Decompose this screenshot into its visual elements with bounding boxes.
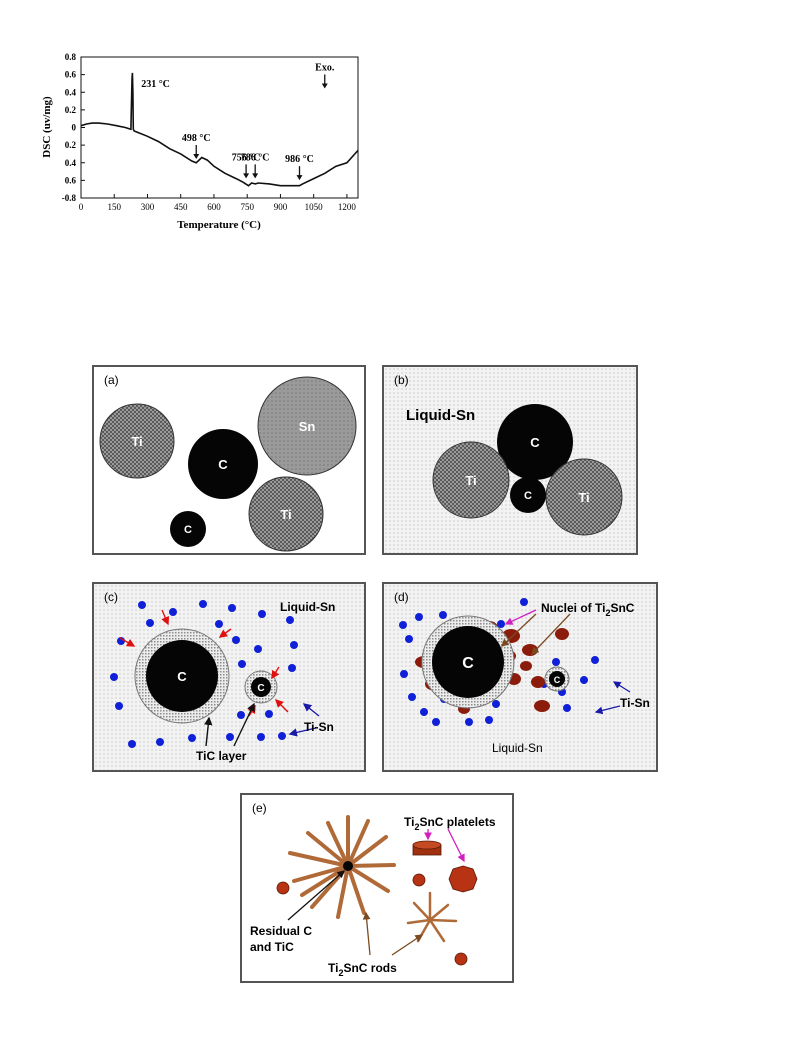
annotation-label: 498 °C: [182, 133, 211, 144]
panel-b-label: (b): [394, 373, 409, 387]
x-tick-label: 900: [274, 202, 288, 212]
panel-e-label: (e): [252, 801, 267, 815]
carbon-label: C: [184, 524, 192, 536]
carbon-core: [251, 677, 271, 697]
tic-layer-label: TiC layer: [196, 749, 247, 763]
sn-particle: [257, 376, 357, 476]
ti-sn-arrows: [288, 703, 320, 737]
annotation-arrow-head: [296, 175, 303, 181]
residual-arrow: [287, 870, 345, 921]
x-tick-label: 0: [79, 202, 84, 212]
carbon-label: C: [218, 457, 228, 472]
carbon-core: [549, 671, 565, 687]
panel-d: (d) C C Nucl: [382, 582, 658, 772]
ti-label: Ti: [131, 434, 142, 449]
panel-d-label: (d): [394, 590, 409, 604]
carbon-particle: [497, 404, 573, 480]
carbon-label: C: [257, 683, 264, 694]
liquid-sn-label: Liquid-Sn: [406, 407, 475, 424]
x-tick-label: 750: [240, 202, 254, 212]
x-tick-label: 450: [174, 202, 188, 212]
y-axis-label: DSC (uv/mg): [41, 96, 53, 158]
platelets-label: Ti2SnC platelets: [404, 815, 496, 832]
panel-a-label: (a): [104, 373, 119, 387]
platelets-arrows: [424, 828, 465, 863]
panel-e: (e) Ti2SnC platelets: [240, 793, 514, 983]
panel-c-label: (c): [104, 590, 118, 604]
annotation-label: 786 °C: [241, 152, 270, 163]
x-tick-label: 1050: [305, 202, 324, 212]
carbon-label: C: [524, 490, 532, 502]
x-tick-label: 150: [107, 202, 121, 212]
x-tick-label: 600: [207, 202, 221, 212]
y-tick-label: 0.2: [65, 140, 77, 150]
annotation-label: 231 °C: [141, 79, 170, 90]
liquid-sn-label: Liquid-Sn: [492, 741, 543, 755]
liquid-sn-label: Liquid-Sn: [280, 600, 335, 614]
ti-label: Ti: [578, 490, 589, 505]
annotation-arrow-head: [243, 173, 250, 179]
x-axis-label: Temperature (°C): [177, 219, 261, 231]
y-tick-label: 0.2: [65, 105, 77, 115]
annotation-arrow-head: [252, 173, 259, 179]
ti-particle: [99, 403, 175, 479]
ti-particle: [248, 476, 324, 552]
panel-b: (b) Liquid-Sn C Ti Ti C: [382, 365, 638, 555]
carbon-particle: [188, 429, 258, 499]
carbon-label: C: [462, 655, 474, 672]
panel-a-drawing: (a) Ti C Sn Ti C: [99, 373, 357, 552]
x-tick-label: 1200: [338, 202, 357, 212]
dsc-chart: 0 150 300 450 600 750 900 1050 1200 0.8 0.6 0.4 0.2 0…: [41, 52, 359, 231]
y-tick-label: 0.4: [65, 158, 77, 168]
y-tick-label: 0.6: [65, 70, 77, 80]
ti-particle: [432, 441, 510, 519]
annotation-label: 986 °C: [285, 154, 314, 165]
ti-sn-label: Ti-Sn: [620, 696, 650, 710]
carbon-label: C: [530, 435, 540, 450]
ti-label: Ti: [280, 507, 291, 522]
x-tick-label: 300: [141, 202, 155, 212]
y-tick-label: -0.8: [62, 193, 77, 203]
ti-sn-label: Ti-Sn: [304, 720, 334, 734]
panel-c-drawing: (c) Liquid-Sn C C Ti-S: [104, 590, 335, 763]
residual-carbon-core: [343, 861, 353, 871]
y-tick-label: 0.8: [65, 52, 77, 62]
annotation-arrow-head: [321, 83, 328, 89]
carbon-particle: [170, 511, 206, 547]
y-tick-label: 0.6: [65, 175, 77, 185]
panel-b-drawing: (b) Liquid-Sn C Ti Ti C: [394, 373, 623, 536]
panel-d-drawing: (d) C C Nucl: [394, 590, 650, 755]
ti-sn-droplets: [110, 600, 298, 748]
ti2snc-rods-small: [406, 891, 458, 943]
y-tick-label: 0: [72, 123, 77, 133]
sn-label: Sn: [299, 419, 316, 434]
carbon-core: [146, 640, 218, 712]
panel-a: (a) Ti C Sn Ti C: [92, 365, 366, 555]
platelet-disc-icon: [412, 840, 442, 856]
nuclei-label: Nuclei of Ti2SnC: [541, 601, 635, 618]
rods-arrows: [362, 911, 424, 956]
ti-sn-arrows: [594, 681, 631, 715]
carbon-label: C: [554, 675, 561, 685]
nuclei-arrows: [501, 609, 571, 655]
carbon-core: [432, 626, 504, 698]
ti2snc-rods-large: [288, 815, 396, 919]
panel-e-drawing: (e) Ti2SnC platelets: [250, 801, 496, 978]
ti2snc-platelets: [276, 865, 478, 966]
annotation-arrow-head: [193, 153, 200, 159]
dsc-series-line: [80, 72, 359, 187]
annotation-label: 756 °C: [232, 152, 261, 163]
y-tick-label: 0.4: [65, 87, 77, 97]
ti-label: Ti: [465, 473, 476, 488]
carbon-label: C: [177, 669, 187, 684]
chart-ticks: 0 150 300 450 600 750 900 1050 1200 0.8 0.6 0.4 0.2 0…: [62, 52, 357, 212]
panel-c: (c) Liquid-Sn C C Ti-S: [92, 582, 366, 772]
ti-particle: [545, 458, 623, 536]
tic-layer-arrows: [204, 702, 255, 747]
annotation-label: Exo.: [315, 62, 335, 73]
carbon-particle: [510, 477, 546, 513]
rods-label: Ti2SnC rods: [328, 961, 397, 978]
